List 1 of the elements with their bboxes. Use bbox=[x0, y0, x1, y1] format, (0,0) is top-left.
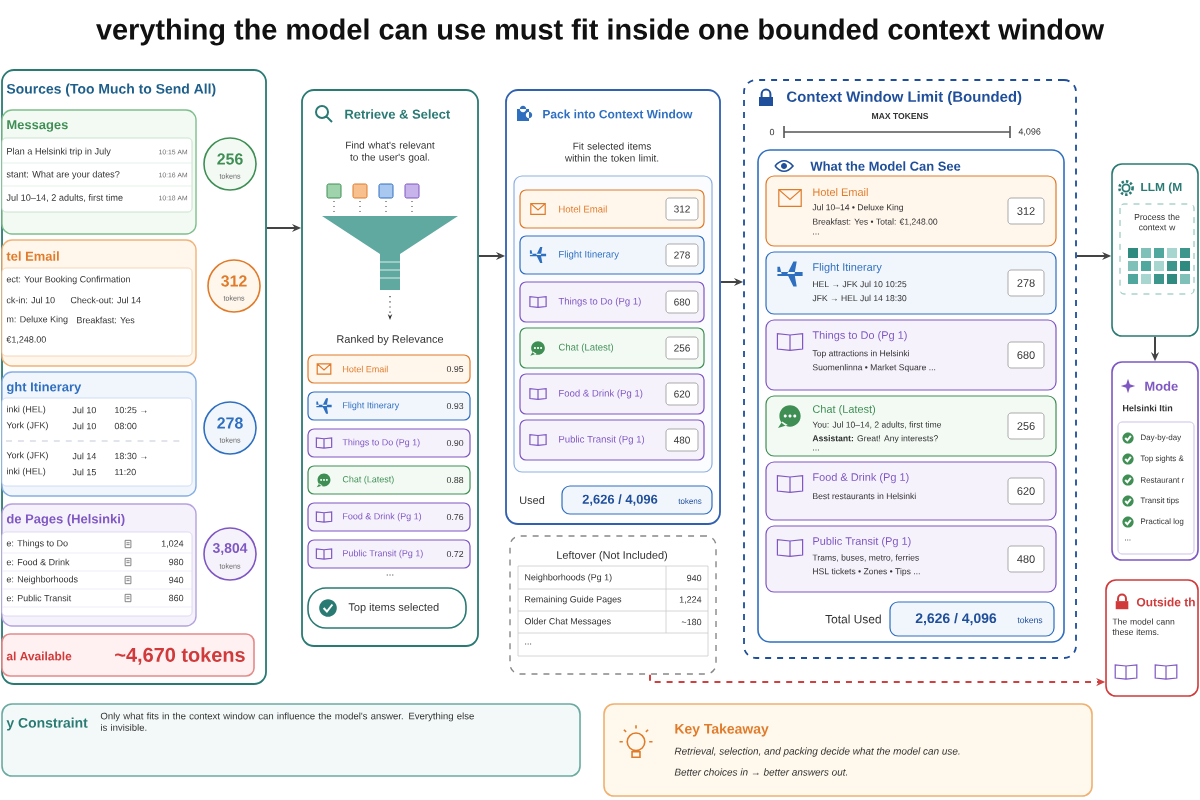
title: verything the model can use must fit inside one bounded context window bbox=[96, 18, 1105, 46]
